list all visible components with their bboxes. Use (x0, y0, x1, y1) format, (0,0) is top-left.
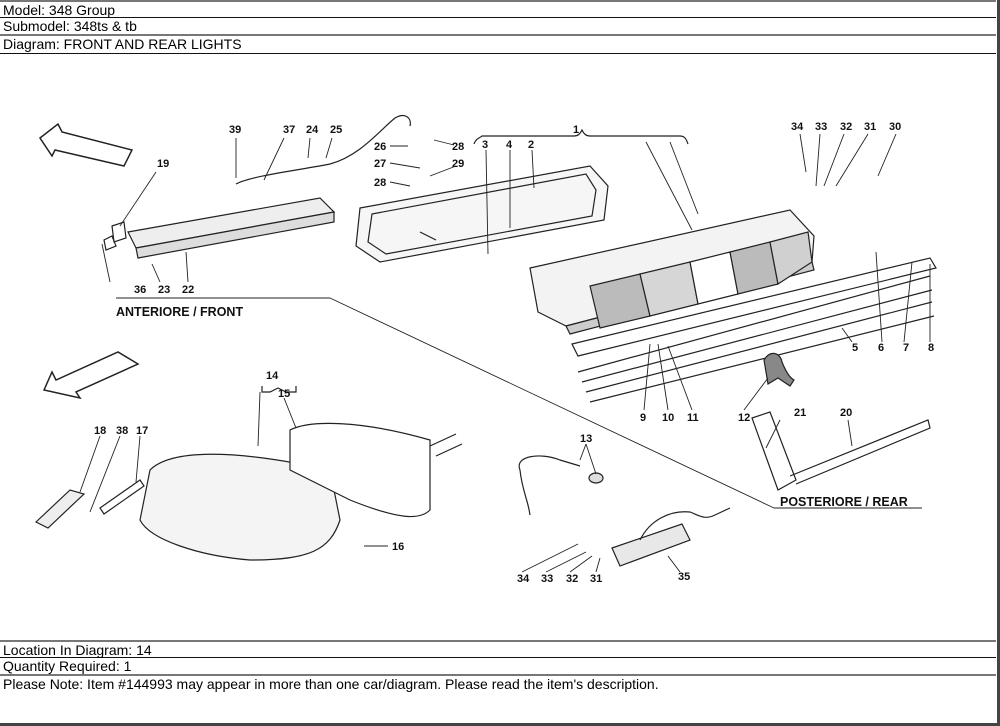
callout-10: 10 (662, 412, 674, 424)
callout-19: 19 (157, 158, 169, 170)
callout-32-bottom: 32 (566, 573, 578, 585)
callout-28-top: 28 (452, 141, 464, 153)
callout-34-top: 34 (791, 121, 804, 133)
callout-33-bottom: 33 (541, 573, 553, 585)
callout-5: 5 (852, 342, 858, 354)
callout-7: 7 (903, 342, 909, 354)
callout-24: 24 (306, 124, 319, 136)
callout-13: 13 (580, 433, 592, 445)
callout-31-top: 31 (864, 121, 876, 133)
callout-30: 30 (889, 121, 901, 133)
callout-33-top: 33 (815, 121, 827, 133)
callout-34-bottom: 34 (517, 573, 530, 585)
callout-21: 21 (794, 407, 806, 419)
callout-31-bottom: 31 (590, 573, 602, 585)
callout-1: 1 (573, 124, 579, 136)
callout-18: 18 (94, 425, 106, 437)
rear-lamp-housing-part (355, 165, 609, 263)
parts-diagram-svg: ANTERIORE / FRONT POSTERIORE / REAR 1 2 … (34, 114, 937, 585)
location-in-diagram: Location In Diagram: 14 (0, 640, 996, 658)
callout-39: 39 (229, 124, 241, 136)
submodel-label: Submodel: 348ts & tb (0, 18, 996, 36)
callout-4: 4 (506, 139, 513, 151)
callout-23: 23 (158, 284, 170, 296)
rear-grille-part (571, 257, 937, 403)
callout-3: 3 (482, 139, 488, 151)
front-section-label: ANTERIORE / FRONT (116, 305, 243, 319)
callout-36: 36 (134, 284, 146, 296)
callout-35: 35 (678, 571, 690, 583)
callout-8: 8 (928, 342, 934, 354)
callout-20: 20 (840, 407, 852, 419)
quantity-required: Quantity Required: 1 (0, 658, 996, 676)
callout-22: 22 (182, 284, 194, 296)
parts-diagram: ANTERIORE / FRONT POSTERIORE / REAR 1 2 … (0, 55, 996, 639)
tail-light-cluster-part (473, 128, 815, 335)
callout-12: 12 (738, 412, 750, 424)
callout-9: 9 (640, 412, 646, 424)
callout-2: 2 (528, 139, 534, 151)
prancing-horse-badge-icon (763, 352, 795, 387)
rear-section-label: POSTERIORE / REAR (780, 495, 908, 509)
mounting-plate-part (99, 479, 145, 515)
side-marker-lamp-part (611, 523, 691, 567)
lamp-cover-part (34, 489, 86, 529)
rear-bracket-part (751, 411, 931, 491)
callout-16: 16 (392, 541, 404, 553)
callout-11: 11 (687, 412, 699, 424)
callout-38: 38 (116, 425, 128, 437)
callout-14: 14 (266, 370, 279, 382)
callout-28-bottom: 28 (374, 177, 386, 189)
callout-17: 17 (136, 425, 148, 437)
third-brake-light-part (103, 114, 411, 259)
diagram-title: Diagram: FRONT AND REAR LIGHTS (0, 36, 996, 54)
callout-26: 26 (374, 141, 386, 153)
callout-15: 15 (278, 388, 290, 400)
callout-37: 37 (283, 124, 295, 136)
callout-32-top: 32 (840, 121, 852, 133)
bulb-holder-part (518, 455, 581, 471)
rear-direction-arrow-icon (42, 351, 140, 400)
callout-27: 27 (374, 158, 386, 170)
callout-6: 6 (878, 342, 884, 354)
front-direction-arrow-icon (38, 122, 134, 167)
model-label: Model: 348 Group (0, 0, 996, 18)
headlamp-part (139, 386, 463, 561)
item-note: Please Note: Item #144993 may appear in … (3, 676, 659, 692)
callout-25: 25 (330, 124, 342, 136)
callout-29: 29 (452, 158, 464, 170)
